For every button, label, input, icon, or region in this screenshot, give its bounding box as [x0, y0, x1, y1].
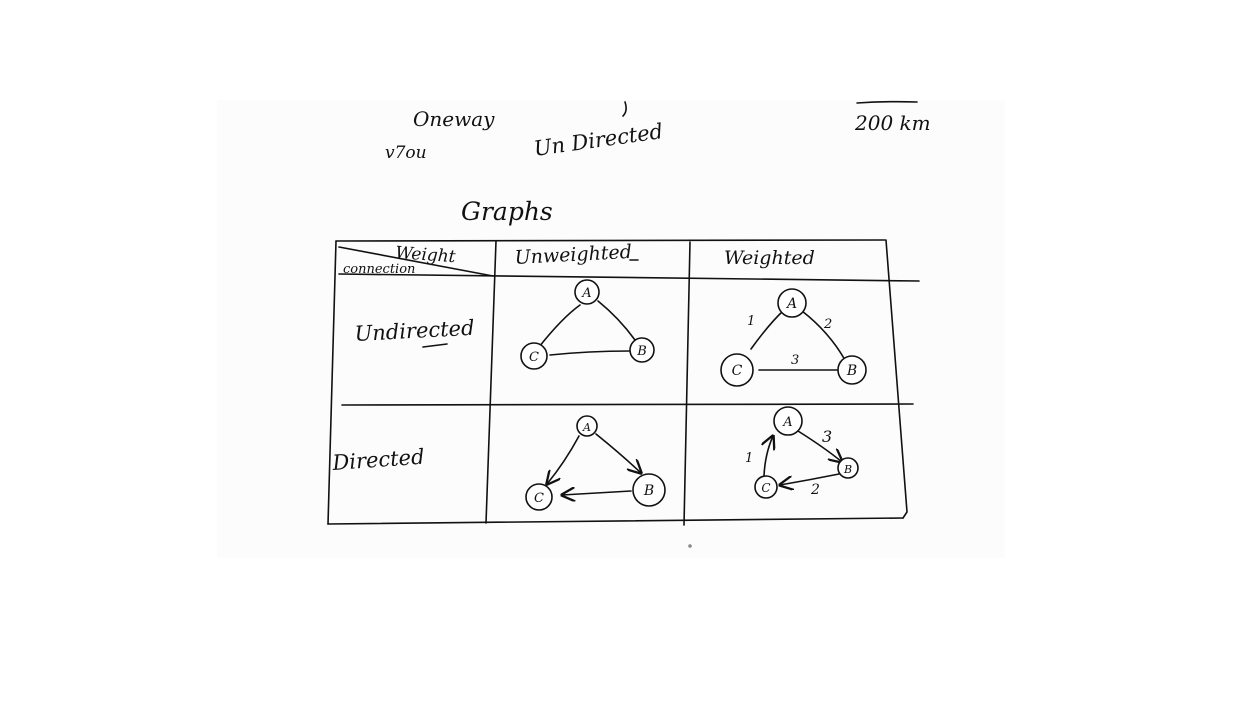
edge-a-c — [750, 309, 785, 350]
node-c-label: C — [761, 481, 770, 495]
note-distance: 200 km — [854, 111, 931, 135]
node-c — [520, 342, 548, 370]
cursor-dot — [688, 544, 692, 548]
edge-c-b — [549, 350, 631, 356]
edge-a-b — [801, 310, 846, 361]
table-left-border — [327, 240, 337, 525]
node-a — [773, 406, 803, 436]
header-connection: connection — [343, 262, 415, 277]
node-b — [837, 355, 867, 385]
node-c — [754, 475, 778, 499]
node-b-label: B — [636, 344, 647, 359]
weight-b-c: 2 — [810, 482, 820, 498]
edge-b-to-c — [562, 491, 632, 495]
edge-a-to-b — [595, 433, 641, 473]
table-right-border — [885, 239, 908, 519]
scribble-mark — [622, 101, 627, 117]
node-b-label: B — [643, 483, 654, 499]
node-b-label: B — [843, 463, 852, 476]
middle-row-divider — [341, 403, 914, 406]
row-directed-label: Directed — [331, 445, 426, 475]
node-b — [632, 473, 666, 507]
graph-undirected-unweighted: A C B — [520, 279, 655, 370]
node-a-label: A — [582, 421, 591, 434]
node-a — [576, 415, 598, 437]
node-a-label: A — [581, 286, 591, 301]
column-divider-1 — [485, 240, 497, 524]
node-c-label: C — [534, 491, 544, 506]
header-weight: Weight — [395, 243, 457, 267]
distance-underline — [856, 100, 918, 104]
edge-a-to-c — [547, 435, 580, 484]
whiteboard-canvas: Oneway v7ou Un Directed 200 km Graphs We… — [217, 100, 1005, 558]
col-weighted-label: Weighted — [724, 247, 815, 269]
table-top-border — [335, 239, 886, 242]
weight-c-b: 3 — [791, 353, 799, 368]
node-a-label: A — [782, 415, 792, 430]
weight-a-c: 1 — [747, 314, 755, 329]
edge-a-c — [538, 304, 581, 348]
node-b-label: B — [846, 363, 857, 379]
table-bottom-border — [327, 517, 904, 525]
note-undirected: Un Directed — [532, 119, 664, 161]
header-diagonal — [338, 246, 494, 277]
node-c — [525, 483, 553, 511]
edge-b-to-c — [780, 473, 840, 485]
note-two: v7ou — [385, 143, 427, 163]
node-a — [574, 279, 600, 305]
graph-undirected-weighted: A C B 1 2 3 — [720, 288, 867, 387]
edge-a-to-b — [797, 430, 842, 462]
node-c — [720, 353, 754, 387]
note-oneway: Oneway — [413, 107, 495, 131]
row-label-underline — [422, 343, 448, 348]
header-row-divider — [338, 273, 920, 282]
col-unweighted-label: Unweighted — [514, 241, 632, 269]
node-b — [629, 337, 655, 363]
graph-directed-weighted: A C B 1 3 2 — [745, 406, 859, 499]
node-b — [837, 457, 859, 479]
weight-a-b: 3 — [822, 427, 832, 446]
edge-c-to-a — [764, 436, 773, 477]
graph-directed-unweighted: A C B — [525, 415, 666, 511]
edge-a-b — [597, 300, 636, 341]
node-a — [777, 288, 807, 318]
weight-a-b: 2 — [823, 317, 832, 332]
weight-c-a: 1 — [745, 451, 753, 466]
node-a-label: A — [785, 296, 797, 312]
column-divider-2 — [683, 241, 691, 526]
diagram-title: Graphs — [461, 197, 553, 226]
graphs-diagram: Oneway v7ou Un Directed 200 km Graphs We… — [327, 100, 931, 548]
node-c-label: C — [732, 363, 743, 379]
row-undirected-label: Undirected — [354, 316, 475, 346]
node-c-label: C — [529, 350, 539, 365]
